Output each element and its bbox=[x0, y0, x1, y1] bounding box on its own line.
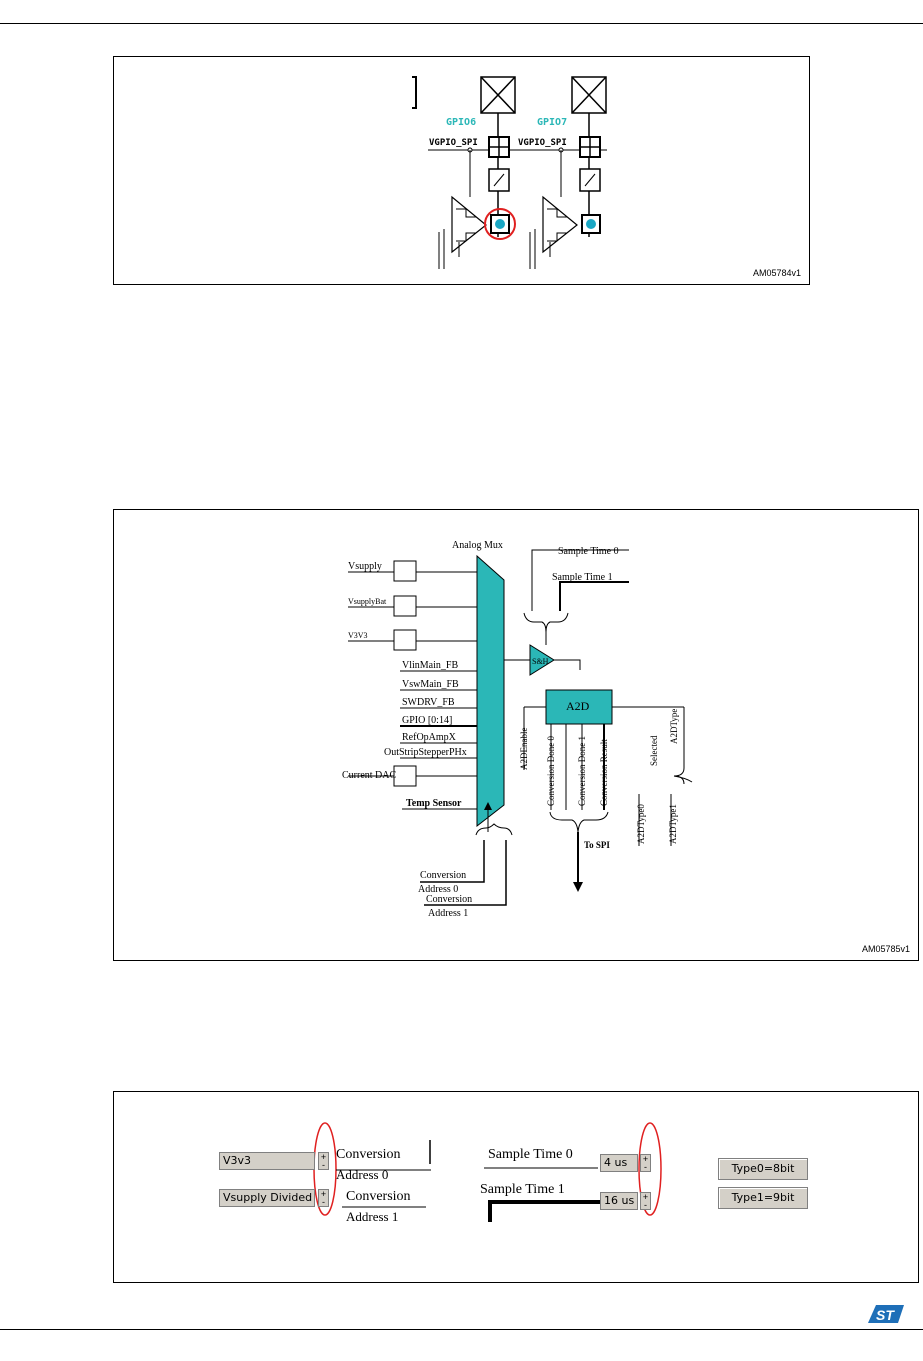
a2d-label: A2D bbox=[566, 699, 590, 713]
conv-addr1-a: Conversion bbox=[426, 894, 472, 905]
address-1-stepper[interactable]: +- bbox=[318, 1189, 329, 1207]
bottom-rule bbox=[0, 1329, 923, 1330]
in-refopamp: RefOpAmpX bbox=[402, 732, 457, 743]
sample-time-0: Sample Time 0 bbox=[558, 546, 619, 557]
out-conv-result: Conversion Result bbox=[599, 739, 609, 806]
figure-id: AM05785v1 bbox=[861, 944, 910, 954]
in-vswmain: VswMain_FB bbox=[402, 679, 459, 690]
out-conv-done-1: Conversion Done 1 bbox=[577, 736, 587, 806]
in-vlinmain: VlinMain_FB bbox=[402, 660, 458, 671]
top-rule bbox=[0, 23, 923, 24]
sample-time-0-label: Sample Time 0 bbox=[488, 1147, 573, 1162]
st-logo-icon: ST bbox=[868, 1305, 904, 1323]
in-vsupply: Vsupply bbox=[348, 561, 382, 572]
conv1-label-a: Conversion bbox=[346, 1189, 411, 1204]
gpio7-label: GPIO7 bbox=[537, 117, 567, 128]
mux-title: Analog Mux bbox=[452, 540, 503, 551]
gpio6-label: GPIO6 bbox=[446, 117, 476, 128]
gui-overlay bbox=[313, 1122, 662, 1222]
in-vsupplybat: VsupplyBat bbox=[348, 597, 387, 606]
conv0-label-a: Conversion bbox=[336, 1147, 401, 1162]
type1-button[interactable]: Type1=9bit bbox=[718, 1187, 808, 1209]
sample-time-1-stepper[interactable]: +- bbox=[640, 1192, 651, 1210]
in-v3v3: V3V3 bbox=[348, 631, 368, 640]
a2d-block-diagram: Analog Mux Vsupply VsupplyBat V3V3 VlinM… bbox=[342, 540, 693, 919]
in-gpio: GPIO [0:14] bbox=[402, 715, 452, 726]
a2d-enable: A2DEnable bbox=[519, 728, 529, 771]
sample-time-0-stepper[interactable]: +- bbox=[640, 1154, 651, 1172]
a2dtype0-label: A2DType0 bbox=[636, 804, 646, 844]
a2dtype-label: A2DType bbox=[669, 709, 679, 744]
in-swdrv: SWDRV_FB bbox=[402, 697, 455, 708]
sample-time-1-value[interactable]: 16 us bbox=[600, 1192, 638, 1210]
figure-gui-controls: V3v3 +- Vsupply Divided +- Conversion Ad… bbox=[113, 1091, 919, 1283]
figure-a2d: Analog Mux Vsupply VsupplyBat V3V3 VlinM… bbox=[113, 509, 919, 961]
sh-label: S&H bbox=[532, 657, 549, 666]
selected-label: Selected bbox=[649, 735, 659, 766]
conversion-address-1-select[interactable]: Vsupply Divided bbox=[219, 1189, 315, 1207]
a2dtype1-label: A2DType1 bbox=[668, 804, 678, 844]
conv1-label-b: Address 1 bbox=[346, 1209, 399, 1224]
net-label-1: VGPIO_SPI bbox=[429, 138, 478, 148]
in-outstrip: OutStripStepperPHx bbox=[384, 747, 467, 758]
type0-button[interactable]: Type0=8bit bbox=[718, 1158, 808, 1180]
conversion-address-0-select[interactable]: V3v3 bbox=[219, 1152, 315, 1170]
address-0-stepper[interactable]: +- bbox=[318, 1152, 329, 1170]
out-conv-done-0: Conversion Done 0 bbox=[546, 736, 556, 806]
conv-addr0-a: Conversion bbox=[420, 870, 466, 881]
gpio-schematic: GPIO6 GPIO7 VGPIO_SPI VGPIO_SPI bbox=[412, 76, 607, 269]
conv0-label-b: Address 0 bbox=[336, 1167, 389, 1182]
sample-time-1: Sample Time 1 bbox=[552, 572, 613, 583]
in-current-dac: Current DAC bbox=[342, 770, 396, 781]
to-spi: To SPI bbox=[584, 840, 610, 850]
sample-time-0-value[interactable]: 4 us bbox=[600, 1154, 638, 1172]
figure-id: AM05784v1 bbox=[752, 268, 801, 278]
net-label-2: VGPIO_SPI bbox=[518, 138, 567, 148]
in-temp-sensor: Temp Sensor bbox=[406, 798, 462, 809]
svg-text:ST: ST bbox=[876, 1307, 895, 1323]
figure-gpio: GPIO6 GPIO7 VGPIO_SPI VGPIO_SPI AM05784v… bbox=[113, 56, 810, 285]
sample-time-1-label: Sample Time 1 bbox=[480, 1182, 565, 1197]
conv-addr1-b: Address 1 bbox=[428, 908, 468, 919]
conv-addr0-b: Address 0 bbox=[418, 884, 458, 895]
